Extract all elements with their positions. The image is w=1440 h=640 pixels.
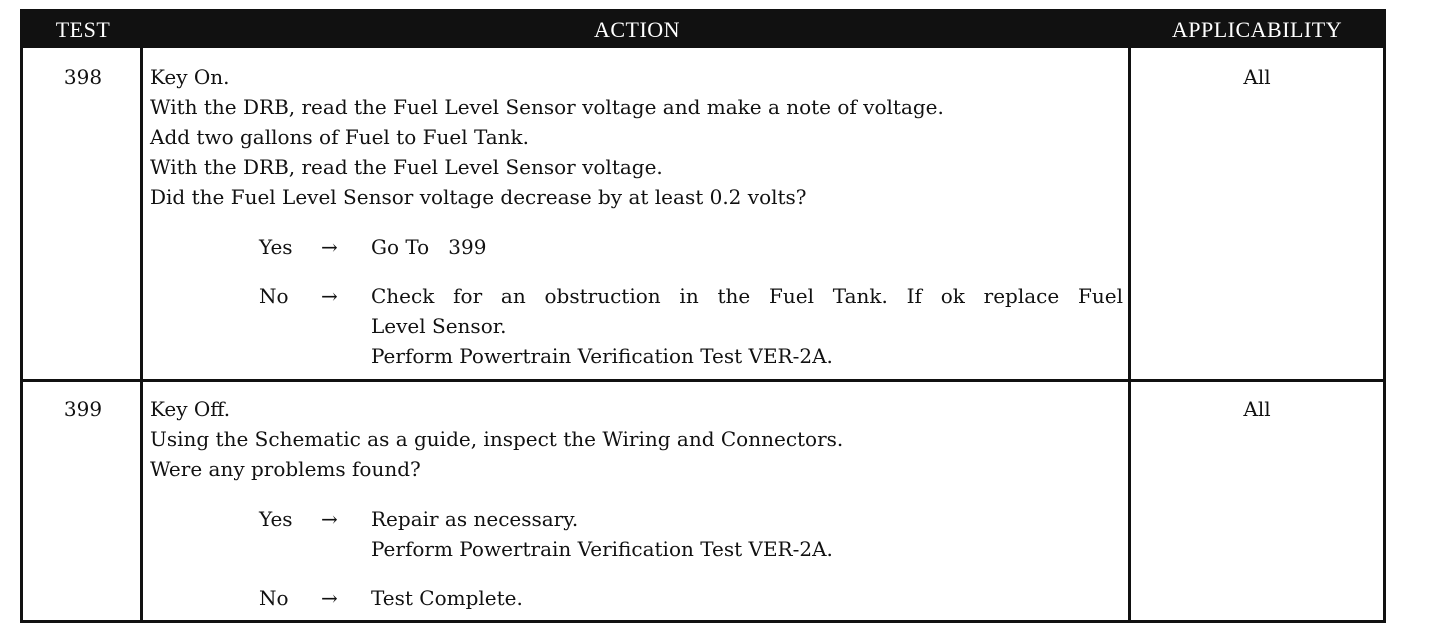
header-applicability: APPLICABILITY xyxy=(1171,17,1343,42)
yes-result: Repair as necessary. Perform Powertrain … xyxy=(371,504,833,564)
action-step: Key On. xyxy=(150,65,230,89)
result-line: Perform Powertrain Verification Test VER… xyxy=(371,537,833,561)
action-step: Using the Schematic as a guide, inspect … xyxy=(150,427,844,451)
no-label: No xyxy=(259,586,289,610)
yes-result: Go To 399 xyxy=(371,232,486,262)
action-step: Were any problems found? xyxy=(150,457,421,481)
result-line: Level Sensor. xyxy=(371,314,507,338)
no-result: Test Complete. xyxy=(371,583,523,613)
column-divider xyxy=(140,48,143,620)
action-steps: Key On. With the DRB, read the Fuel Leve… xyxy=(150,62,944,212)
action-step: Did the Fuel Level Sensor voltage decrea… xyxy=(150,185,807,209)
diagnostic-test-table: TEST ACTION APPLICABILITY 398 Key On. Wi… xyxy=(20,9,1386,623)
action-step: With the DRB, read the Fuel Level Sensor… xyxy=(150,155,663,179)
header-action: ACTION xyxy=(593,17,681,42)
test-number: 398 xyxy=(63,65,103,89)
action-step: Add two gallons of Fuel to Fuel Tank. xyxy=(150,125,530,149)
result-line: Test Complete. xyxy=(371,586,523,610)
yes-label: Yes xyxy=(259,235,293,259)
applicability-value: All xyxy=(1243,397,1271,421)
result-line: Perform Powertrain Verification Test VER… xyxy=(371,344,833,368)
no-result: Check for an obstruction in the Fuel Tan… xyxy=(371,281,1123,371)
applicability-value: All xyxy=(1243,65,1271,89)
row-divider xyxy=(23,379,1383,382)
action-step: Key Off. xyxy=(150,397,231,421)
action-step: With the DRB, read the Fuel Level Sensor… xyxy=(150,95,944,119)
test-number: 399 xyxy=(63,397,103,421)
arrow-icon: → xyxy=(321,586,338,610)
result-line: Go To 399 xyxy=(371,235,487,259)
result-line: Check for an obstruction in the Fuel Tan… xyxy=(371,284,1123,308)
column-divider xyxy=(1128,48,1131,620)
yes-label: Yes xyxy=(259,507,293,531)
arrow-icon: → xyxy=(321,507,338,531)
arrow-icon: → xyxy=(321,284,338,308)
header-test: TEST xyxy=(55,17,111,42)
arrow-icon: → xyxy=(321,235,338,259)
table-header: TEST ACTION APPLICABILITY xyxy=(23,12,1383,48)
action-steps: Key Off. Using the Schematic as a guide,… xyxy=(150,394,843,484)
result-line: Repair as necessary. xyxy=(371,507,579,531)
no-label: No xyxy=(259,284,289,308)
